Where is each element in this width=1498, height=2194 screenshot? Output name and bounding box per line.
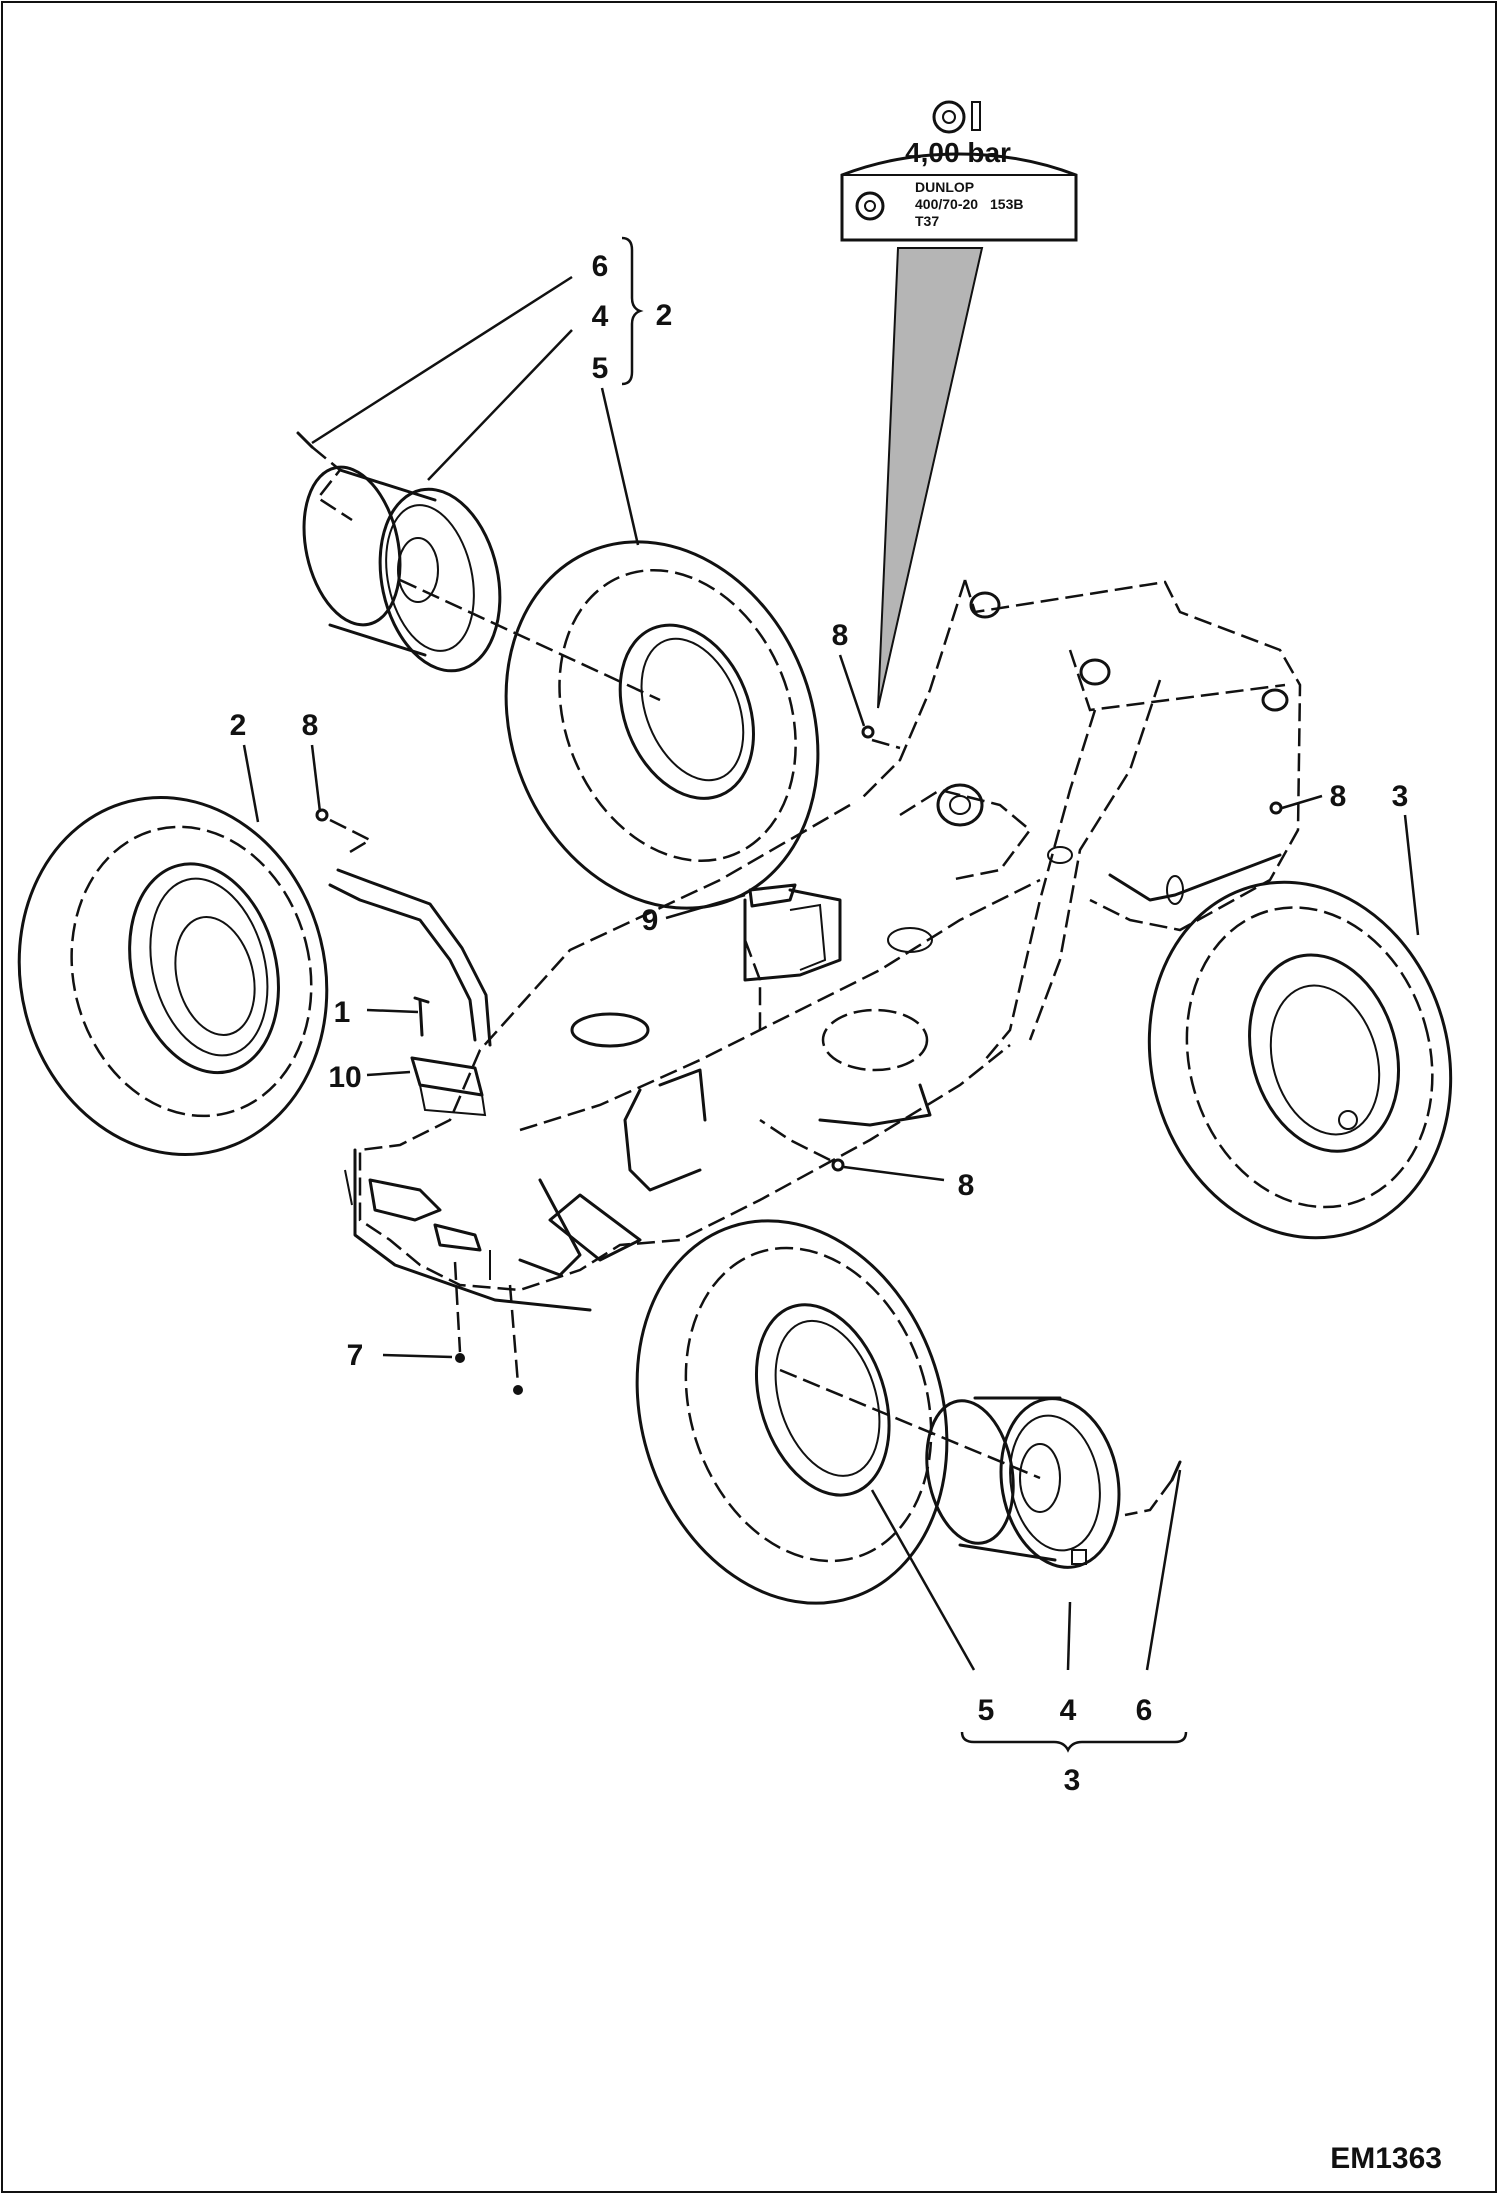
callout-nut: 7 <box>347 1339 364 1372</box>
callout-right-fitting: 8 <box>1330 780 1347 813</box>
valve-bottom <box>1170 1460 1182 1482</box>
fitting-frame-top <box>861 725 875 739</box>
callout-front-fitting: 8 <box>958 1169 975 1202</box>
decal-pressure: 4,00 bar <box>905 137 1011 168</box>
callout-left-wheel: 2 <box>230 709 247 742</box>
callout-top-5: 5 <box>592 352 609 385</box>
nut-extra <box>513 1385 523 1395</box>
valve-top <box>296 431 314 449</box>
rim-bottom <box>925 1396 1121 1569</box>
bolt-1 <box>418 998 424 1037</box>
tire-small-icon <box>855 191 885 221</box>
decal-pointer <box>877 247 984 709</box>
callout-bottom-6: 6 <box>1136 1694 1153 1727</box>
callout-group-top: 2 <box>656 299 673 332</box>
tire-left <box>17 796 329 1156</box>
brace-top <box>621 236 644 386</box>
callout-top-4: 4 <box>592 300 609 333</box>
callout-right-wheel: 3 <box>1392 780 1409 813</box>
leader-lines <box>242 275 1420 1671</box>
gauge-icon <box>971 101 981 131</box>
tire-icon <box>932 100 966 134</box>
block-10 <box>410 1056 484 1097</box>
callout-bottom-4: 4 <box>1060 1694 1077 1727</box>
callout-group-bottom: 3 <box>1064 1764 1081 1797</box>
callout-bolt: 1 <box>334 996 351 1029</box>
rim-top <box>302 465 502 673</box>
tire-right <box>1147 880 1453 1240</box>
drawing-code: EM1363 <box>1330 2142 1442 2175</box>
tire-top-left <box>504 540 820 910</box>
callout-top-6: 6 <box>592 250 609 283</box>
fitting-front <box>831 1158 845 1172</box>
callout-bracket: 9 <box>642 904 659 937</box>
decal-brand: DUNLOP <box>915 179 974 195</box>
decal-pattern: T37 <box>915 213 939 229</box>
callout-bottom-5: 5 <box>978 1694 995 1727</box>
fitting-right <box>1269 801 1283 815</box>
frame-chassis <box>315 579 1302 1395</box>
callout-frame-fitting: 8 <box>832 619 849 652</box>
nut-7 <box>455 1353 465 1363</box>
callout-left-fitting: 8 <box>302 709 319 742</box>
tire-bottom <box>635 1219 949 1605</box>
decal-load-index: 153B <box>990 196 1023 212</box>
callout-block: 10 <box>328 1061 361 1094</box>
brace-bottom <box>960 1731 1188 1753</box>
decal-size: 400/70-20 <box>915 196 978 212</box>
fitting-left <box>315 808 329 822</box>
tire-pressure-decal: 4,00 bar DUNLOP 400/70-20 153B T37 <box>840 100 1078 709</box>
bracket-9 <box>748 883 797 908</box>
